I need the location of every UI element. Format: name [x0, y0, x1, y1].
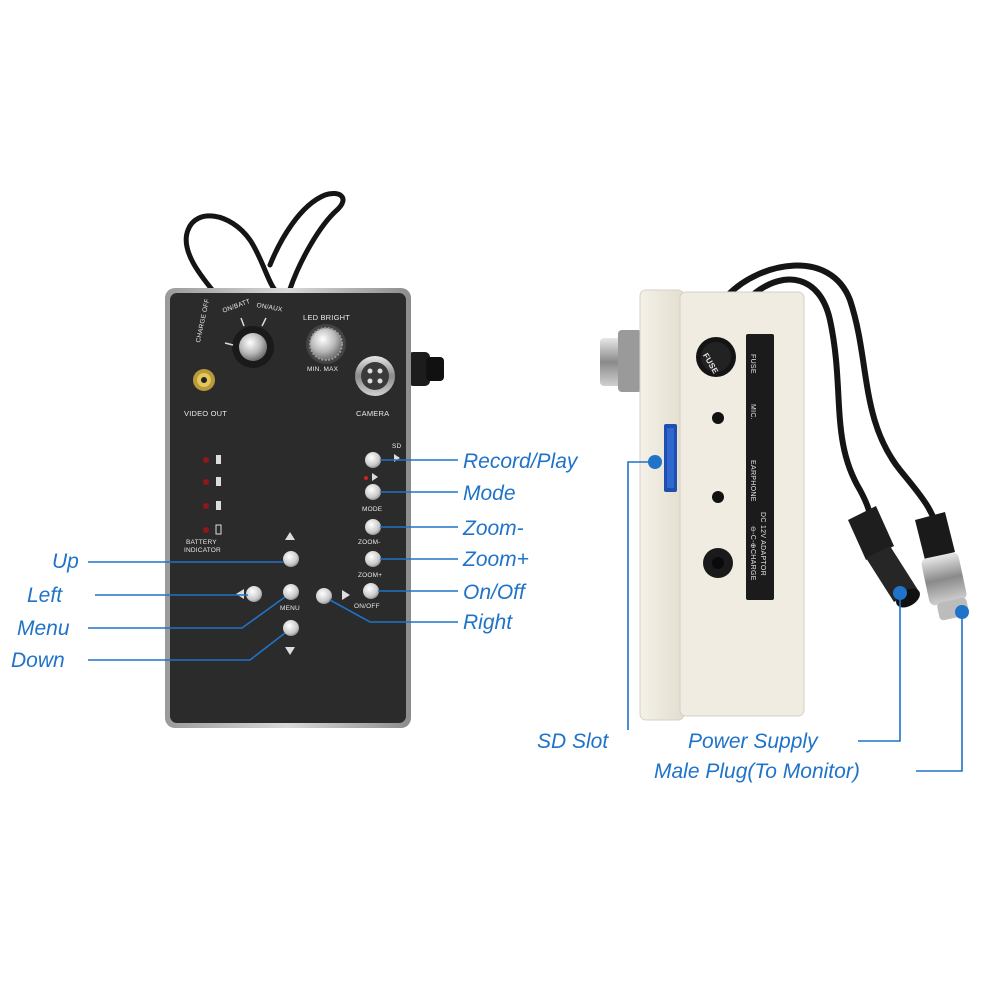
down-button[interactable] — [283, 620, 299, 636]
on-off-button[interactable] — [363, 583, 379, 599]
sd-label: SD — [392, 443, 402, 450]
charge-label-1: ⊖-C-⊕CHARGE — [749, 526, 756, 581]
callout-zoom-plus: Zoom+ — [463, 548, 529, 571]
callout-down: Down — [11, 649, 65, 672]
callout-power-supply: Power Supply — [688, 730, 818, 753]
mode-label: MODE — [362, 506, 383, 513]
right-button[interactable] — [316, 588, 332, 604]
led-bright-label: LED BRIGHT — [303, 313, 351, 322]
up-button[interactable] — [283, 551, 299, 567]
front-cable — [183, 191, 346, 295]
menu-label: MENU — [280, 605, 300, 612]
min-max-label: MIN. MAX — [307, 366, 339, 373]
callout-sd-slot: SD Slot — [537, 730, 609, 753]
mic-hole — [712, 412, 724, 424]
callout-menu: Menu — [17, 617, 70, 640]
camera-label: CAMERA — [356, 409, 390, 418]
callout-mode: Mode — [463, 482, 516, 505]
mic-label: MIC. — [749, 404, 756, 420]
menu-button[interactable] — [283, 584, 299, 600]
zoom-minus-label: ZOOM- — [358, 539, 381, 546]
callout-left: Left — [27, 584, 63, 607]
male-plug — [915, 512, 969, 621]
zoom-minus-button[interactable] — [365, 519, 381, 535]
front-side-connector — [408, 352, 430, 386]
mode-led — [364, 476, 368, 480]
front-panel — [170, 293, 406, 723]
callout-lines — [88, 459, 963, 772]
side-cables — [725, 262, 943, 543]
side-housing-lid — [639, 289, 685, 721]
zoom-plus-label: ZOOM+ — [358, 572, 383, 579]
callout-dots — [648, 455, 969, 619]
earphone-hole — [712, 491, 724, 503]
callout-on-off: On/Off — [463, 581, 525, 604]
battery-indicator-leds — [203, 455, 222, 535]
on-off-label: ON/OFF — [354, 603, 380, 610]
callout-up: Up — [52, 550, 79, 573]
callout-right: Right — [463, 611, 513, 634]
side-camera-connector — [600, 330, 642, 392]
record-play-button[interactable] — [365, 452, 381, 468]
side-label-strip — [746, 334, 774, 600]
callout-record-play: Record/Play — [463, 450, 578, 473]
left-button[interactable] — [246, 586, 262, 602]
fuse-label: FUSE — [749, 354, 756, 374]
callout-zoom-minus: Zoom- — [463, 517, 524, 540]
zoom-plus-button[interactable] — [365, 551, 381, 567]
video-out-label: VIDEO OUT — [184, 409, 228, 418]
battery-indicator-label-1: BATTERY — [186, 539, 217, 546]
earphone-label: EARPHONE — [749, 460, 756, 502]
power-supply-plug — [848, 506, 920, 608]
charge-label-2: DC 12V ADAPTOR — [759, 512, 766, 576]
battery-indicator-label-2: INDICATOR — [184, 547, 221, 554]
mode-button[interactable] — [365, 484, 381, 500]
callout-male-plug: Male Plug(To Monitor) — [654, 760, 860, 783]
